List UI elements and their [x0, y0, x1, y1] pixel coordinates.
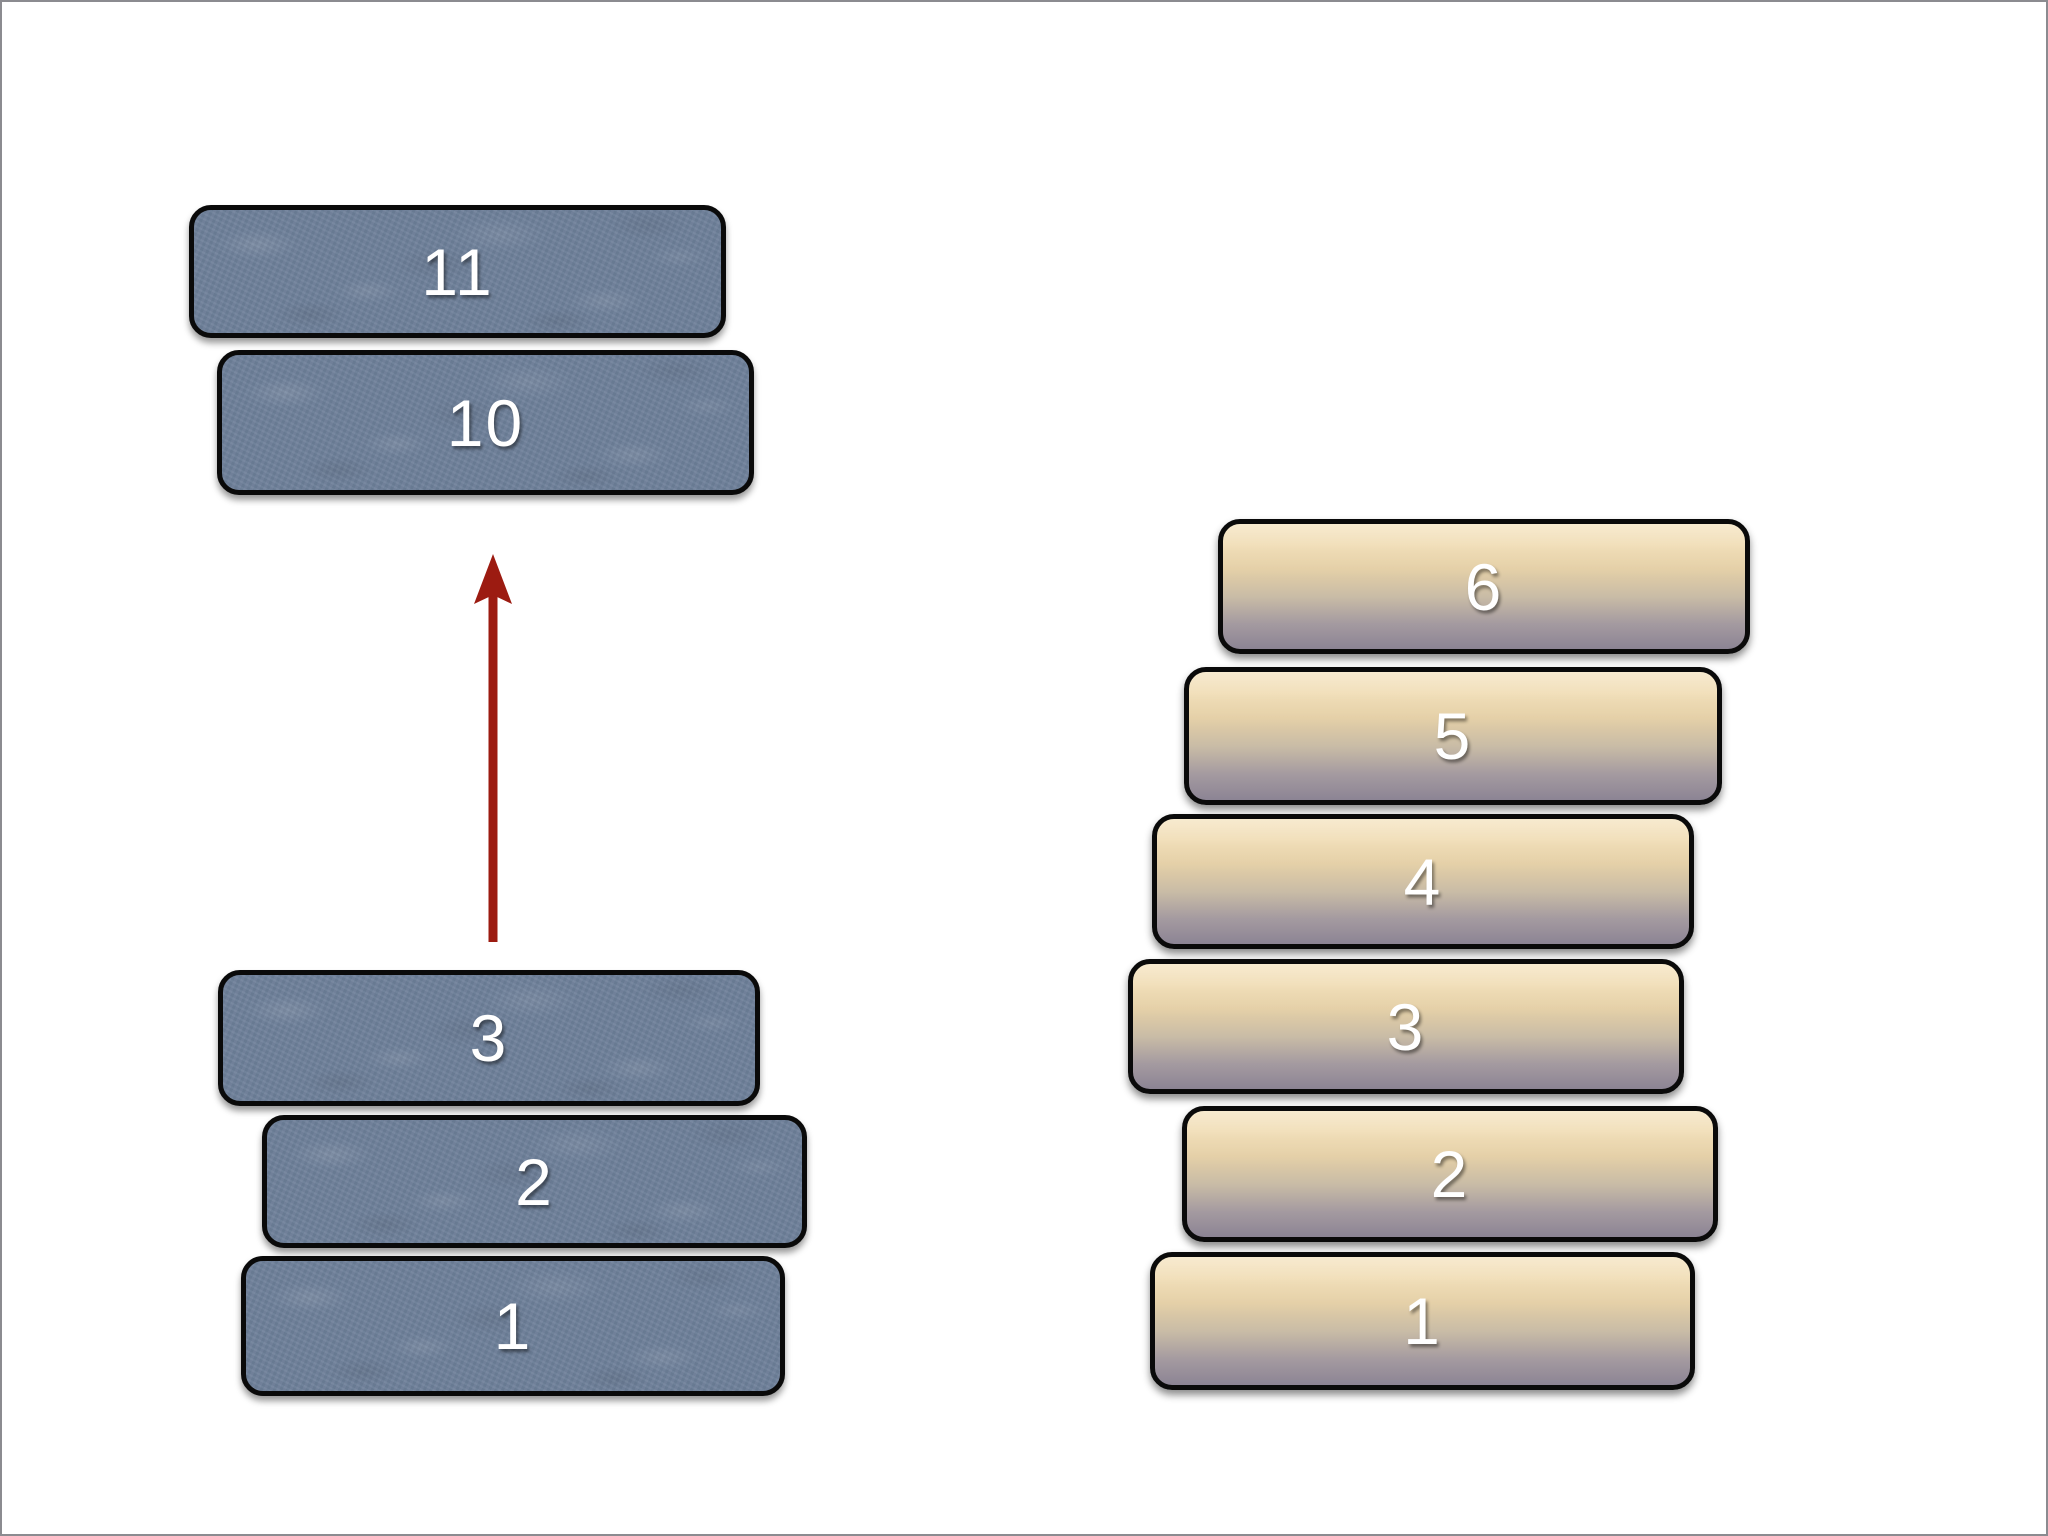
block-4-right[interactable]: 4 [1152, 814, 1694, 949]
block-1-right[interactable]: 1 [1150, 1252, 1695, 1390]
block-label: 2 [515, 1144, 554, 1219]
block-label: 2 [1430, 1137, 1470, 1211]
block-5-right[interactable]: 5 [1184, 667, 1722, 805]
block-1-left[interactable]: 1 [241, 1256, 785, 1396]
block-11[interactable]: 11 [189, 205, 726, 338]
block-6-right[interactable]: 6 [1218, 519, 1750, 654]
block-3-right[interactable]: 3 [1128, 959, 1684, 1094]
block-label: 1 [1403, 1284, 1442, 1358]
block-label: 11 [421, 234, 494, 309]
block-label: 6 [1464, 549, 1504, 624]
block-2-left[interactable]: 2 [262, 1115, 807, 1248]
block-label: 5 [1433, 699, 1473, 773]
block-label: 3 [1386, 989, 1426, 1064]
block-label: 10 [446, 385, 525, 460]
block-label: 4 [1403, 844, 1443, 919]
block-10[interactable]: 10 [217, 350, 754, 495]
up-arrow-icon [474, 554, 512, 942]
block-3-left[interactable]: 3 [218, 970, 760, 1106]
block-label: 3 [469, 1001, 509, 1075]
block-label: 1 [493, 1289, 533, 1363]
block-2-right[interactable]: 2 [1182, 1106, 1718, 1242]
